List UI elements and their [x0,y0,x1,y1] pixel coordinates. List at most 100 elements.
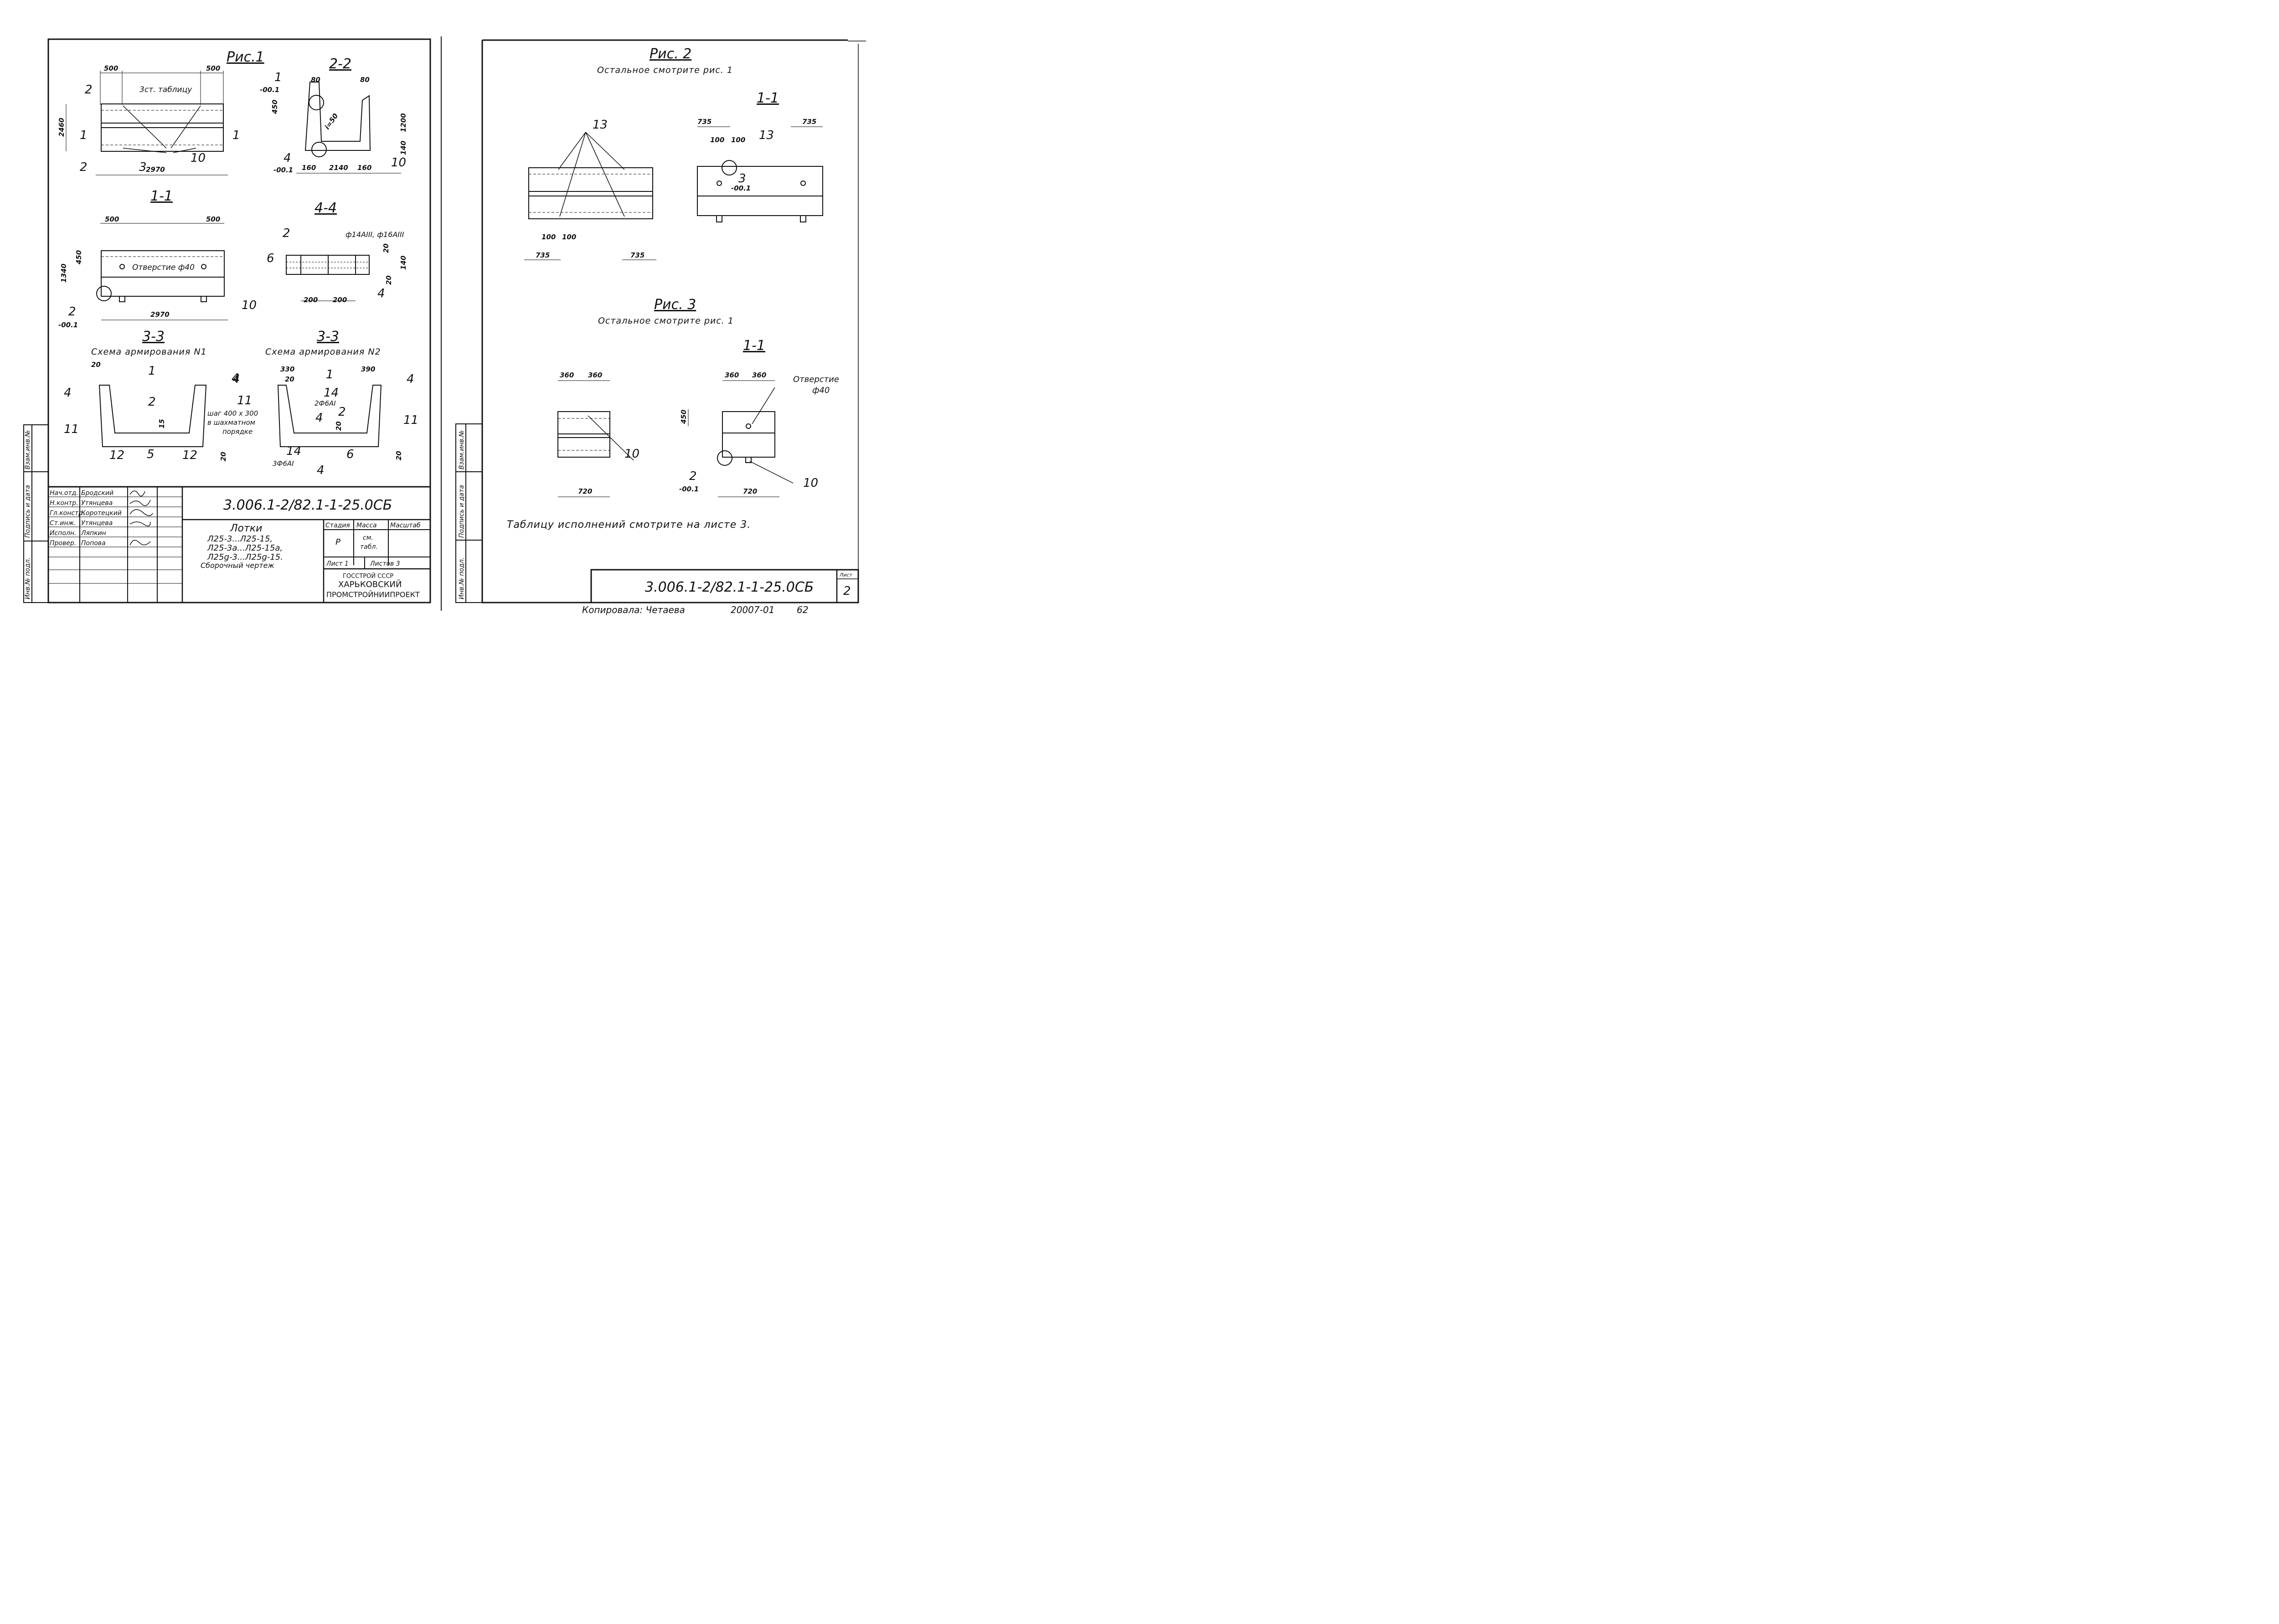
sec11: 1-1 500 500 450 1340 2970 Отверстие ф40 … [58,188,257,329]
sec44-c2: 2 [283,227,290,240]
sec22-title: 2-2 [329,56,351,72]
sec33b-c4l: 4 [232,372,240,386]
sec33b-d330: 330 [280,365,294,373]
fig2: Рис. 2 Остальное смотрите рис. 1 13 100 … [524,46,733,260]
fig1-d2460: 2460 [57,118,66,137]
tb-name-4: Ляпкин [81,530,106,537]
sec11a: 1-1 735 735 100 100 13 3 -00.1 [697,90,823,222]
sheet2-sheet-no: 2 [843,584,851,598]
fig1-cut3b: 3 [139,160,147,174]
sheet1-side-stamp: Инв.№ подл. Подпись и дата Взам.инв.№ [24,430,31,599]
sec22-d450: 450 [271,100,279,114]
tb-role-0: Нач.отд. [50,490,78,497]
fig1-title: Рис.1 [227,49,264,65]
sec33a-c5: 5 [147,448,155,461]
tb-role-5: Провер. [50,540,76,547]
sec11b-c2: 2 [689,469,697,483]
stamp-sign: Подпись и дата [24,485,31,538]
fig1-note3: 3ст. таблицу [139,85,192,94]
sheet2-note: Таблицу исполнений смотрите на листе 3. [507,519,751,531]
tb-scale-h: Масштаб [390,522,421,529]
sec44-c6: 6 [267,252,274,265]
sec33b-title: 3-3 [317,329,339,345]
sec22-d80a: 80 [311,76,320,84]
sec11b-d360a: 360 [725,371,739,379]
fig1: Рис.1 500 500 2460 2970 2 1 1 2 3 3ст. т… [57,49,264,175]
sec33b-c6: 6 [346,448,354,461]
sec33b-c20: 20 [335,421,343,431]
sec22-d80b: 80 [360,76,370,84]
sec33b-d20b: 20 [395,451,403,460]
sec33a-c12r: 12 [182,449,197,462]
sec22-d140: 140 [399,141,407,155]
sec33b-c11: 11 [403,413,418,427]
sec11a-d100b: 100 [731,136,745,144]
sec33b-c1: 1 [326,368,334,382]
sec11a-d100a: 100 [710,136,724,144]
sec33a-d20b: 20 [219,452,227,461]
fig3-title: Рис. 3 [654,297,696,313]
tb-name-line-1: Л25-3а...Л25-15а, [207,543,283,553]
fig1-cut1: 1 [80,129,88,142]
sec44-d200b: 200 [333,296,347,304]
sec22-c4-level: -00.1 [273,166,293,174]
sec44-d20: 20 [382,243,390,253]
fig1-cut2b: 2 [80,160,88,174]
tb-role-3: Ст.инж. [50,520,76,527]
sheet2-side-stamp: Инв.№ подл. Подпись и дата Взам.инв.№ [458,430,465,599]
sec11-hole: Отверстие ф40 [132,263,195,272]
tb-name-2: Коротецкий [81,510,122,517]
fig3-d360a: 360 [560,371,574,379]
sec11b-d360b: 360 [752,371,766,379]
sec11b-d720: 720 [743,487,757,495]
sec33a-d15: 15 [158,419,166,428]
sec11b-c10: 10 [803,476,818,490]
drawing-canvas: Инв.№ подл. Подпись и дата Взам.инв.№ Ри… [23,36,866,615]
tb-code: 3.006.1-2/82.1-1-25.0СБ [223,497,392,513]
stamp2-sign: Подпись и дата [458,485,465,538]
sec11a-d735b: 735 [802,118,816,126]
tb-name-0: Бродский [81,490,113,497]
fig1-c10: 10 [191,151,206,165]
sec22-d160a: 160 [302,164,316,172]
sec11b-c2-level: -00.1 [679,485,699,493]
sheet1-frame [23,38,431,603]
sec33a-note1: шаг 400 х 300 [207,409,258,418]
sec22-c1-level: -00.1 [260,86,279,94]
sec33b-c3f6: 3Ф6АI [273,459,294,468]
stamp-replace: Взам.инв.№ [24,430,31,469]
sheet2-code-block: 3.006.1-2/82.1-1-25.0СБ Лист 2 [590,569,859,603]
fig1-cut1r: 1 [232,129,240,142]
sec11-d500b: 500 [206,215,220,223]
sheet2-sheet-label: Лист [839,572,852,578]
sec33a-note3: порядке [222,428,253,436]
sec33a-c11r: 11 [237,394,252,407]
sec22-c1: 1 [274,71,282,84]
sec33a-note2: в шахматном [207,418,255,427]
sec33a-c12l: 12 [109,449,124,462]
sec33b: 3-3 Схема армирования N2 330 20 390 1 14… [232,329,418,477]
sec11b-d450: 450 [680,410,688,424]
tb-name-title: Лотки [230,523,262,534]
fig2-sub: Остальное смотрите рис. 1 [597,65,733,75]
sec44-c4: 4 [377,287,385,300]
tb-mass-h: Масса [356,522,377,529]
tb-name-line-0: Л25-3...Л25-15, [207,534,273,544]
sec11b: 1-1 360 360 450 720 Отверстие ф40 2 -00.… [679,338,839,497]
sec11a-d735a: 735 [697,118,712,126]
tb-name-1: Утянцева [81,500,113,507]
tb-org-2: ПРОМСТРОЙНИИПРОЕКТ [326,590,420,599]
fig3-d720: 720 [578,487,592,495]
tb-role-2: Гл.констр. [50,510,85,517]
tb-name-line-3: Сборочный чертеж [201,561,274,570]
stamp-inv: Инв.№ подл. [24,557,31,599]
fig3-sub: Остальное смотрите рис. 1 [598,316,734,326]
fig1-d2970: 2970 [146,165,165,174]
fig3: Рис. 3 Остальное смотрите рис. 1 360 360… [557,297,734,497]
sec11-c10: 10 [242,299,257,312]
sec22-slope: i=50 [323,112,340,131]
sec33b-d390: 390 [361,365,375,373]
sec11-d500a: 500 [105,215,119,223]
fig2-d100a: 100 [541,233,556,241]
sec33b-c4r: 4 [407,372,414,386]
